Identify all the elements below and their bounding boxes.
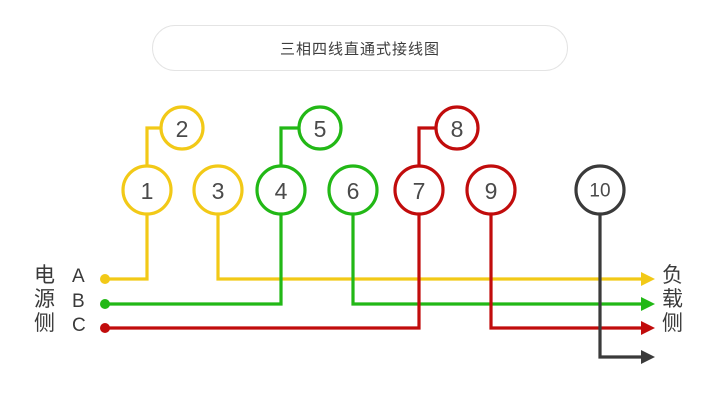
- terminal-1-fill: [123, 166, 171, 214]
- arrowhead-group: [641, 272, 655, 364]
- source-dot-a: [100, 274, 110, 284]
- wire-group: [105, 126, 642, 359]
- terminal-6-number: 6: [347, 178, 360, 204]
- terminal-6[interactable]: 6: [327, 164, 379, 216]
- source-side-label: 电 源 侧: [34, 263, 55, 335]
- diagram-title-pill: 三相四线直通式接线图: [152, 25, 568, 71]
- wire-terminal-6-to-load-b: [351, 214, 642, 306]
- terminal-9[interactable]: 9: [465, 164, 517, 216]
- arrow-load-n: [641, 350, 655, 364]
- terminal-3-ring: [192, 164, 244, 216]
- source-dot-group: [100, 274, 110, 333]
- terminal-7-ring: [393, 164, 445, 216]
- terminal-2-fill: [161, 107, 203, 149]
- terminal-2-number: 2: [176, 116, 189, 142]
- terminal-4-ring: [255, 164, 307, 216]
- wire-jumper-4-to-5: [279, 126, 299, 166]
- terminal-8[interactable]: 8: [434, 105, 480, 151]
- load-side-label: 负 载 侧: [662, 263, 683, 335]
- terminal-9-number: 9: [485, 178, 498, 204]
- diagram-title: 三相四线直通式接线图: [279, 39, 440, 58]
- terminal-10-number: 10: [589, 181, 610, 202]
- terminal-3-number: 3: [212, 178, 225, 204]
- wire-jumper-7-to-8: [417, 126, 436, 166]
- arrow-load-b: [641, 297, 655, 311]
- terminal-5[interactable]: 5: [297, 105, 343, 151]
- terminal-1-ring: [121, 164, 173, 216]
- terminal-8-fill: [436, 107, 478, 149]
- terminal-9-fill: [467, 166, 515, 214]
- terminal-3[interactable]: 3: [192, 164, 244, 216]
- source-dot-c: [100, 323, 110, 333]
- terminal-7[interactable]: 7: [393, 164, 445, 216]
- source-dot-b: [100, 299, 110, 309]
- wire-terminal-3-to-load-a: [216, 214, 642, 281]
- wire-source-a-to-terminal-1: [105, 214, 149, 281]
- terminal-8-ring: [434, 105, 480, 151]
- wire-terminal-9-to-load-c: [489, 214, 642, 330]
- wire-terminal-10-to-load-n: [598, 214, 642, 359]
- terminal-5-fill: [299, 107, 341, 149]
- terminal-2[interactable]: 2: [159, 105, 205, 151]
- terminal-10[interactable]: 10: [574, 164, 626, 216]
- terminal-9-ring: [465, 164, 517, 216]
- terminal-6-ring: [327, 164, 379, 216]
- terminal-1-number: 1: [141, 178, 154, 204]
- terminal-2-ring: [159, 105, 205, 151]
- phase-letters-label: A B C: [72, 266, 86, 336]
- terminal-7-number: 7: [413, 178, 426, 204]
- terminal-group: 1 2 3 4 5 6 7 8 9 10: [121, 105, 626, 216]
- terminal-3-fill: [194, 166, 242, 214]
- wire-source-b-to-terminal-4: [105, 214, 283, 306]
- wire-source-c-to-terminal-7: [105, 214, 421, 330]
- terminal-4-fill: [257, 166, 305, 214]
- arrow-load-c: [641, 321, 655, 335]
- terminal-6-fill: [329, 166, 377, 214]
- terminal-8-number: 8: [451, 116, 464, 142]
- arrow-load-a: [641, 272, 655, 286]
- terminal-10-fill: [576, 166, 624, 214]
- terminal-5-number: 5: [314, 116, 327, 142]
- terminal-1[interactable]: 1: [121, 164, 173, 216]
- terminal-4[interactable]: 4: [255, 164, 307, 216]
- terminal-10-ring: [574, 164, 626, 216]
- wire-jumper-1-to-2: [145, 126, 161, 166]
- terminal-7-fill: [395, 166, 443, 214]
- terminal-5-ring: [297, 105, 343, 151]
- terminal-4-number: 4: [275, 178, 288, 204]
